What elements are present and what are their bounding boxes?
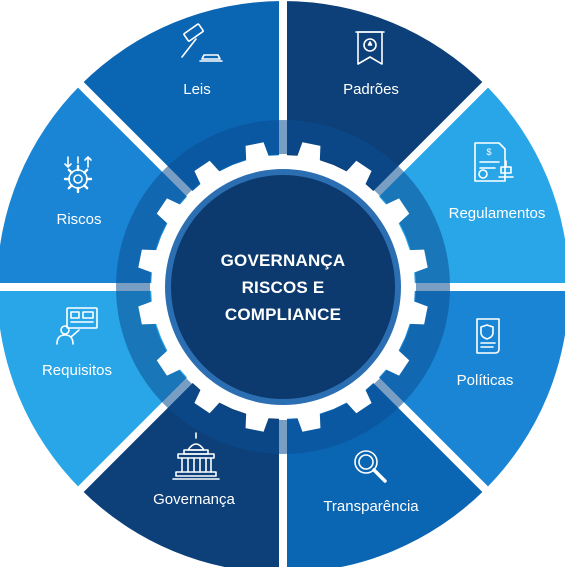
svg-text:$: $ <box>486 147 491 157</box>
segment-label: Políticas <box>457 372 514 389</box>
capitol-building-icon <box>172 432 220 480</box>
magnifier-icon <box>354 450 387 483</box>
presenter-board-icon <box>56 307 98 345</box>
center-title-line-1: GOVERNANÇA <box>220 250 346 270</box>
stamped-document-icon: $ <box>474 142 514 182</box>
segment-label: Governança <box>153 491 235 508</box>
center-title: GOVERNANÇA RISCOS E COMPLIANCE <box>172 212 394 362</box>
gear-arrows-icon <box>63 156 93 194</box>
segment-label: Padrões <box>343 81 399 98</box>
center-title-line-3: COMPLIANCE <box>224 304 342 324</box>
segment-label: Transparência <box>323 498 419 515</box>
segment-label: Riscos <box>56 211 101 228</box>
ribbon-badge-icon <box>355 31 385 65</box>
center-circle <box>171 175 395 399</box>
segment-label: Requisitos <box>42 362 112 379</box>
policy-scroll-icon <box>476 318 500 354</box>
center-title-line-2: RISCOS E <box>241 277 325 297</box>
segment-label: Leis <box>183 81 211 98</box>
segment-label: Regulamentos <box>449 205 546 222</box>
inner-band-ring <box>116 120 450 454</box>
gavel-icon <box>181 23 223 62</box>
